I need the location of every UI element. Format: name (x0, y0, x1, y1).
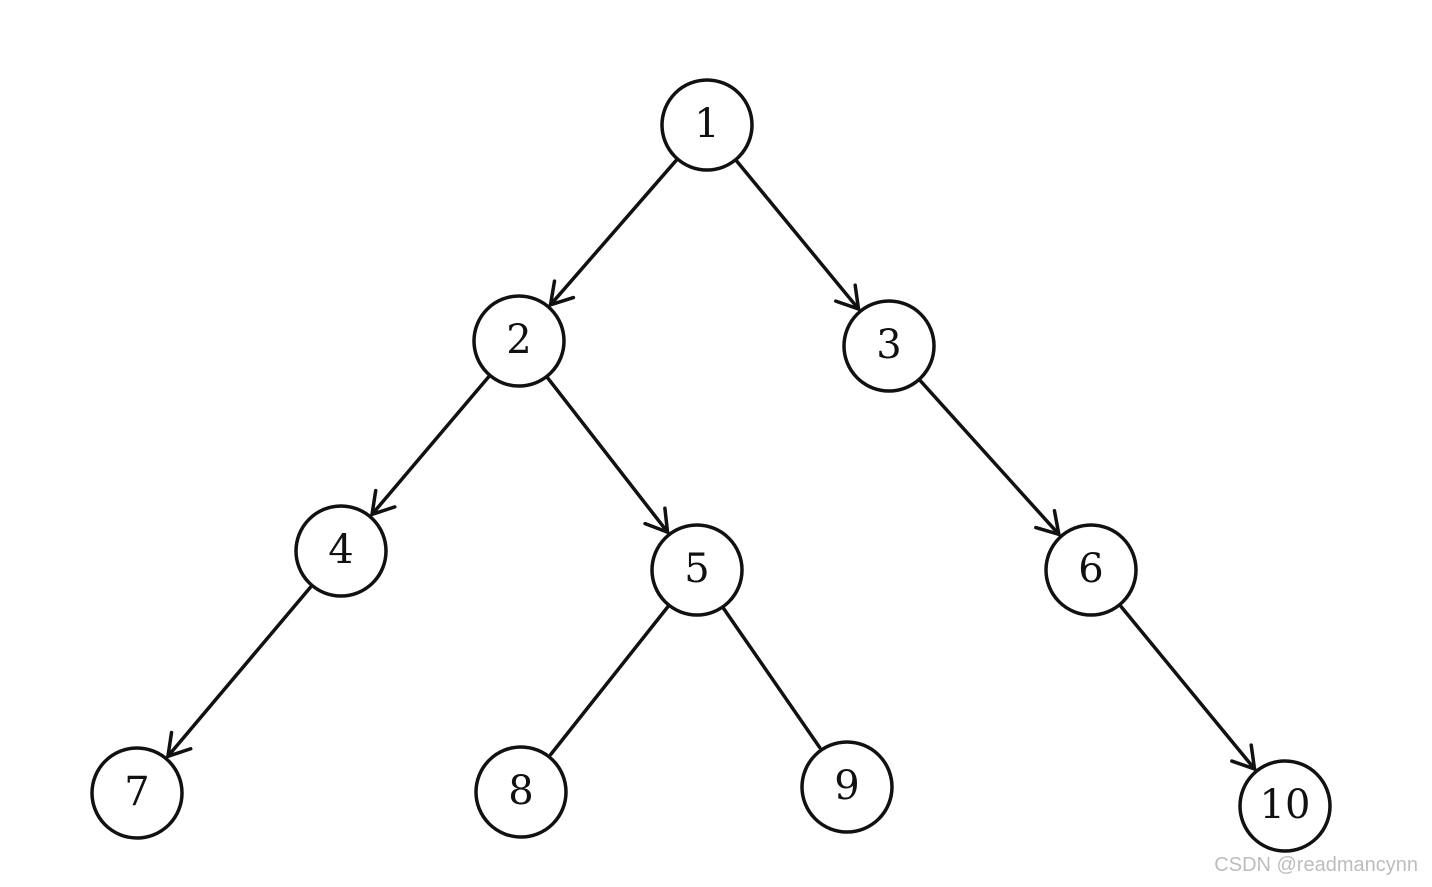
node-label: 10 (1260, 782, 1311, 828)
node-label: 1 (694, 101, 719, 147)
edge-n6-n10 (1117, 603, 1257, 771)
tree-node-3: 3 (842, 299, 936, 393)
node-label: 5 (684, 546, 709, 592)
edge-n1-n2 (548, 157, 680, 307)
node-circle (294, 504, 388, 598)
node-circle (650, 523, 744, 617)
tree-node-4: 4 (294, 504, 388, 598)
node-circle (1044, 523, 1138, 617)
arrowhead-n6 (1034, 509, 1061, 537)
edge-n1-n3 (733, 157, 861, 311)
tree-node-2: 2 (472, 294, 566, 388)
arrowhead-n4 (370, 488, 397, 517)
node-label: 3 (876, 322, 901, 368)
node-circle (1238, 759, 1332, 853)
tree-node-10: 10 (1238, 759, 1332, 853)
edge-n3-n6 (917, 377, 1061, 537)
node-label: 7 (124, 769, 149, 815)
edge-n4-n7 (166, 583, 314, 759)
tree-node-5: 5 (650, 523, 744, 617)
edge-n5-n9 (720, 605, 822, 750)
node-label: 4 (328, 527, 353, 573)
node-label: 9 (834, 763, 859, 809)
node-circle (842, 299, 936, 393)
node-circle (800, 740, 894, 834)
tree-node-7: 7 (90, 746, 184, 840)
node-circle (474, 745, 568, 839)
edges-layer (166, 157, 1257, 771)
arrowhead-n10 (1230, 743, 1257, 771)
edge-n2-n5 (544, 374, 670, 534)
edge-n2-n4 (370, 373, 492, 517)
watermark: CSDN @readmancynn (1214, 854, 1418, 876)
tree-node-6: 6 (1044, 523, 1138, 617)
node-label: 2 (506, 317, 531, 363)
node-circle (90, 746, 184, 840)
tree-node-9: 9 (800, 740, 894, 834)
arrowhead-n3 (834, 283, 861, 311)
arrowhead-n5 (643, 506, 670, 534)
node-circle (472, 294, 566, 388)
nodes-layer: 1 2 3 4 5 6 7 8 9 10 (90, 78, 1332, 853)
tree-node-1: 1 (660, 78, 754, 172)
arrowhead-n7 (166, 730, 193, 759)
arrowhead-n2 (548, 279, 576, 307)
node-label: 6 (1078, 546, 1103, 592)
tree-node-8: 8 (474, 745, 568, 839)
edge-n5-n8 (549, 603, 671, 757)
node-circle (660, 78, 754, 172)
node-label: 8 (508, 768, 533, 814)
